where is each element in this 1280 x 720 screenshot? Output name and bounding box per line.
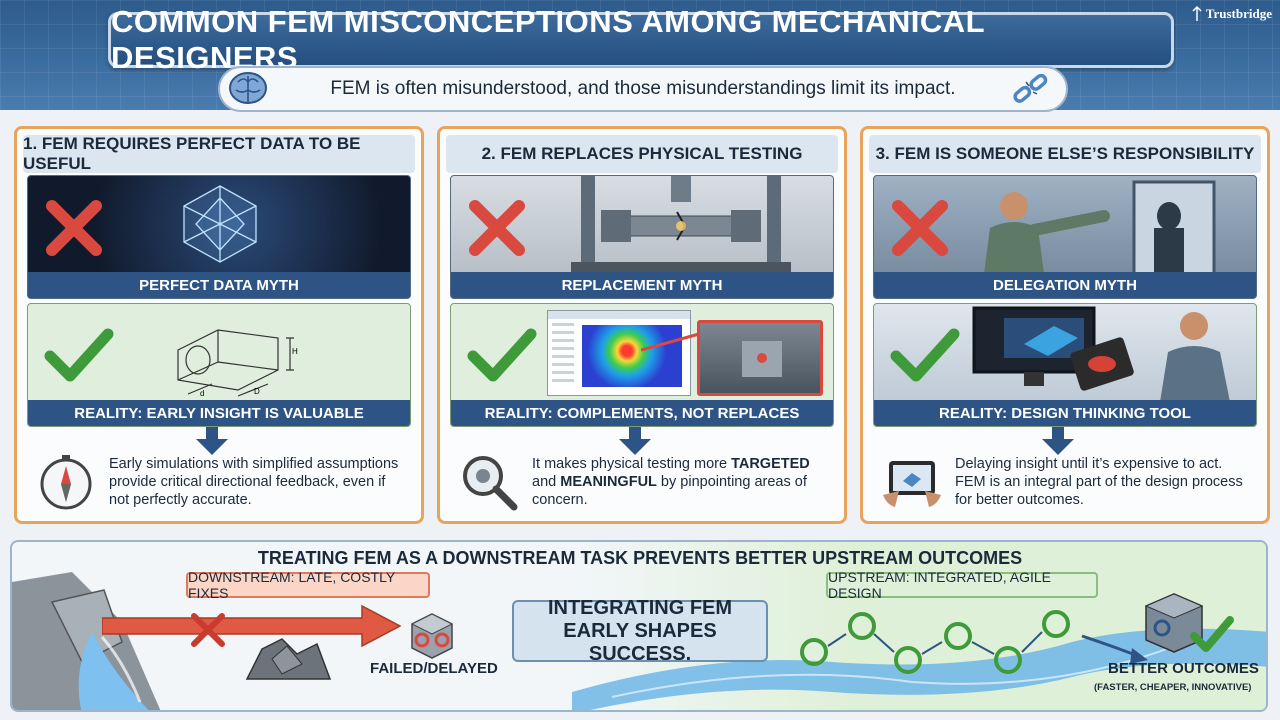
iteration-cycles [800,610,1148,674]
downstream-tag: DOWNSTREAM: LATE, COSTLY FIXES [186,569,430,601]
success-box-icon [1144,593,1234,653]
magnifier-icon [463,456,518,511]
title-banner: COMMON FEM MISCONCEPTIONS AMONG MECHANIC… [108,4,1174,75]
panel-title: 3. FEM IS SOMEONE ELSE’S RESPONSIBILITY [869,135,1261,173]
block-sketch-icon: H d D [177,329,298,398]
myth-image: REPLACEMENT MYTH [450,175,834,299]
reality-label: REALITY: DESIGN THINKING TOOL [874,400,1256,426]
river-illustration [12,572,1266,710]
myth-label: REPLACEMENT MYTH [451,272,833,298]
check-icon [890,328,960,382]
arrow-down-icon [196,427,228,455]
brand-logo: Trustbridge [1190,6,1272,22]
panel-description: Early simulations with simplified assump… [109,456,399,508]
better-outcomes-subtitle: (FASTER, CHEAPER, INNOVATIVE) [1094,682,1252,693]
text-emphasis-meaningful: MEANINGFUL [560,474,657,490]
bottom-section [10,540,1268,712]
check-icon [467,328,537,382]
reality-label: REALITY: COMPLEMENTS, NOT REPLACES [451,400,833,426]
cross-icon [892,200,948,256]
myth-label: DELEGATION MYTH [874,272,1256,298]
panel-description: Delaying insight until it’s expensive to… [955,456,1243,508]
panel-title: 1. FEM REQUIRES PERFECT DATA TO BE USEFU… [23,134,415,173]
subtitle-text: FEM is often misunderstood, and those mi… [330,78,956,99]
panel-description: It makes physical testing more TARGETED … [532,455,832,509]
text-part: by pinpointing areas of concern. [532,474,807,508]
sketch-label-d: d [200,389,204,398]
cross-icon [46,200,102,256]
brain-icon [229,72,267,104]
reality-image: REALITY: DESIGN THINKING TOOL [873,303,1257,427]
brand-name: Trustbridge [1205,6,1272,21]
lab-photo [697,320,823,396]
arrow-down-icon [1042,427,1074,455]
designer-workstation-icon [972,306,1230,402]
simulation-window [547,310,691,396]
panel-replaces-testing: 2. FEM REPLACES PHYSICAL TESTING REPLACE… [437,126,847,524]
panel-perfect-data: 1. FEM REQUIRES PERFECT DATA TO BE USEFU… [14,126,424,524]
test-machine-icon [571,176,791,274]
myth-image: PERFECT DATA MYTH [27,175,411,299]
better-outcomes-label: BETTER OUTCOMES [1108,660,1259,677]
pointer-line [641,332,700,352]
upstream-tag: UPSTREAM: INTEGRATED, AGILE DESIGN [826,569,1098,601]
arrow-down-icon [619,427,651,455]
arrow-up-icon [1192,6,1202,21]
text-part: It makes physical testing more [532,456,732,472]
text-part: and [532,474,561,490]
sketch-label-h: H [292,347,298,356]
rubble-icon [245,638,332,680]
failed-cube-icon [410,613,454,659]
delegating-person-icon [984,180,1216,274]
panel-responsibility: 3. FEM IS SOMEONE ELSE’S RESPONSIBILITY … [860,126,1270,524]
downstream-arrow [102,604,402,648]
reality-label: REALITY: EARLY INSIGHT IS VALUABLE [28,400,410,426]
reality-image: H d D REALITY: EARLY INSIGHT IS VALUABLE [27,303,411,427]
blocked-cross-icon [191,613,225,647]
reality-image: REALITY: COMPLEMENTS, NOT REPLACES [450,303,834,427]
page-title: COMMON FEM MISCONCEPTIONS AMONG MECHANIC… [111,4,985,75]
tablet-icon [883,461,941,507]
center-message: INTEGRATING FEM EARLY SHAPES SUCCESS. [512,597,768,665]
subtitle-banner: FEM is often misunderstood, and those mi… [218,66,1068,112]
sketch-label-big-d: D [254,387,260,396]
check-icon [44,328,114,382]
text-emphasis-targeted: TARGETED [731,456,810,472]
bottom-title: TREATING FEM AS A DOWNSTREAM TASK PREVEN… [257,548,1023,568]
myth-image: DELEGATION MYTH [873,175,1257,299]
compass-icon [40,455,92,510]
panel-title: 2. FEM REPLACES PHYSICAL TESTING [446,135,838,173]
myth-label: PERFECT DATA MYTH [28,272,410,298]
cross-icon [469,200,525,256]
crystal-mesh-icon [183,185,257,263]
failed-label: FAILED/DELAYED [370,660,498,677]
broken-chain-icon [1013,73,1048,103]
